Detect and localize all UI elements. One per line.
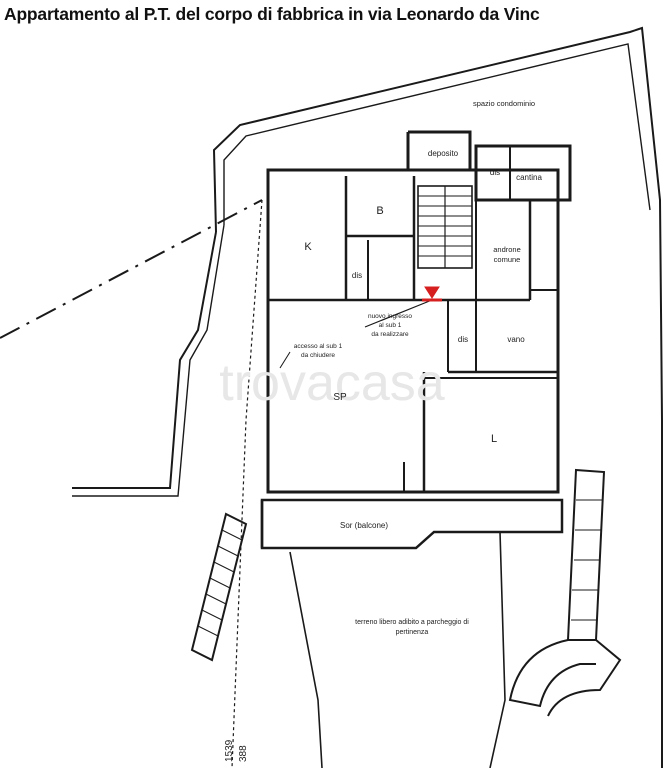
- label-room-L: L: [491, 433, 497, 445]
- label-dis-top: dis: [490, 168, 500, 177]
- label-accesso-1: accesso al sub 1: [294, 343, 343, 350]
- label-dis-mid: dis: [352, 271, 362, 280]
- label-room-B: B: [376, 205, 383, 217]
- label-ingresso-3: da realizzare: [371, 331, 409, 338]
- watermark: trovacasa: [219, 354, 445, 412]
- left-boundary: [72, 231, 217, 489]
- left-ramp: [190, 512, 248, 662]
- label-terreno-2: pertinenza: [396, 629, 429, 636]
- label-vano: vano: [507, 335, 525, 344]
- label-num-1539: 1539: [224, 739, 235, 762]
- cadastral-line: [231, 199, 263, 768]
- label-terreno-1: terreno libero adibito a parcheggio di: [355, 619, 469, 626]
- balcony: [260, 498, 564, 550]
- label-androne-2: comune: [494, 255, 521, 264]
- boundary-inner: [223, 43, 651, 225]
- survey-line: [0, 199, 263, 339]
- label-spazio-condominio: spazio condominio: [473, 99, 535, 108]
- label-room-SP: SP: [333, 392, 347, 403]
- red-triangle-icon: [424, 286, 440, 299]
- label-room-K: K: [304, 241, 312, 253]
- label-num-388: 388: [238, 745, 249, 762]
- label-androne-1: androne: [493, 245, 521, 254]
- label-balcone: Sor (balcone): [340, 521, 388, 530]
- label-ingresso-2: al sub 1: [379, 322, 402, 329]
- label-deposito: deposito: [428, 149, 459, 158]
- label-accesso-2: da chiudere: [301, 352, 335, 359]
- right-ramp: [566, 468, 606, 641]
- label-ingresso-1: nuovo ingresso: [368, 313, 412, 320]
- boundary-outer: [212, 26, 663, 768]
- label-cantina: cantina: [516, 173, 542, 182]
- label-dis-low: dis: [458, 335, 468, 344]
- page-title: Appartamento al P.T. del corpo di fabbri…: [4, 4, 540, 24]
- building-outline: [266, 168, 560, 494]
